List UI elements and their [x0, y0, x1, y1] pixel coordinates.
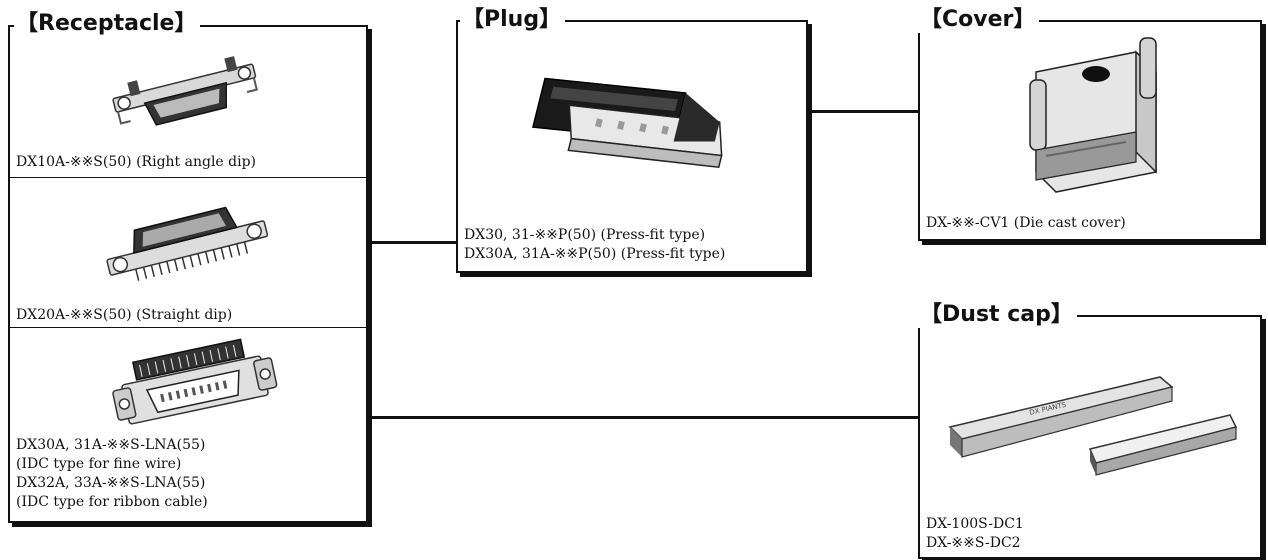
caption-line: (IDC type for ribbon cable) — [16, 494, 208, 510]
connector-line-receptacle-plug — [368, 241, 456, 244]
dust-cap-title-text: Dust cap — [942, 302, 1051, 327]
receptacle-item-straight: DX20A-※※S(50) (Straight dip) — [10, 177, 366, 328]
cover-box: DX-※※-CV1 (Die cast cover) — [918, 20, 1262, 241]
plug-caption: DX30, 31-※※P(50) (Press-fit type) DX30A,… — [464, 226, 725, 264]
cover-image — [1029, 37, 1157, 193]
straight-dip-receptacle-image — [106, 206, 269, 281]
receptacle-item-idc: DX30A, 31A-※※S-LNA(55) (IDC type for fin… — [10, 327, 366, 522]
dust-cap-box: DX PIANTS DX-100S-DC1 DX-※※S-DC2 — [918, 315, 1262, 559]
receptacle-item-caption: DX20A-※※S(50) (Straight dip) — [16, 306, 232, 325]
dust-cap-title: 【Dust cap】 — [918, 302, 1077, 328]
plug-image — [531, 77, 723, 169]
caption-line: DX30A, 31A-※※P(50) (Press-fit type) — [464, 246, 726, 262]
caption-line: DX-※※-CV1 (Die cast cover) — [926, 215, 1126, 231]
caption-line: DX20A-※※S(50) (Straight dip) — [16, 307, 233, 323]
caption-line: DX10A-※※S(50) (Right angle dip) — [16, 154, 257, 170]
dust-cap-image: DX PIANTS — [948, 376, 1238, 476]
receptacle-title: 【Receptacle】 — [14, 11, 201, 37]
caption-line: (IDC type for fine wire) — [16, 456, 182, 472]
receptacle-box: DX10A-※※S(50) (Right angle dip) — [8, 25, 368, 523]
dust-cap-caption: DX-100S-DC1 DX-※※S-DC2 — [926, 515, 1024, 553]
receptacle-item-right-angle: DX10A-※※S(50) (Right angle dip) — [10, 27, 366, 177]
caption-line: DX-※※S-DC2 — [926, 535, 1021, 551]
connector-line-plug-cover — [806, 110, 918, 113]
plug-title-text: Plug — [484, 7, 540, 32]
receptacle-item-caption: DX10A-※※S(50) (Right angle dip) — [16, 153, 256, 172]
caption-line: DX32A, 33A-※※S-LNA(55) — [16, 475, 206, 491]
caption-line: DX30A, 31A-※※S-LNA(55) — [16, 437, 206, 453]
caption-line: DX30, 31-※※P(50) (Press-fit type) — [464, 227, 706, 243]
receptacle-title-text: Receptacle — [38, 11, 175, 36]
cover-caption: DX-※※-CV1 (Die cast cover) — [926, 214, 1126, 233]
right-angle-receptacle-image — [112, 56, 259, 126]
plug-title: 【Plug】 — [460, 7, 566, 33]
connector-line-receptacle-dustcap — [366, 416, 918, 419]
receptacle-item-caption: DX30A, 31A-※※S-LNA(55) (IDC type for fin… — [16, 436, 208, 512]
cover-title-text: Cover — [942, 7, 1014, 32]
cover-title: 【Cover】 — [918, 7, 1040, 33]
caption-line: DX-100S-DC1 — [926, 516, 1024, 532]
idc-receptacle-image — [112, 338, 278, 425]
plug-box: DX30, 31-※※P(50) (Press-fit type) DX30A,… — [456, 20, 808, 273]
